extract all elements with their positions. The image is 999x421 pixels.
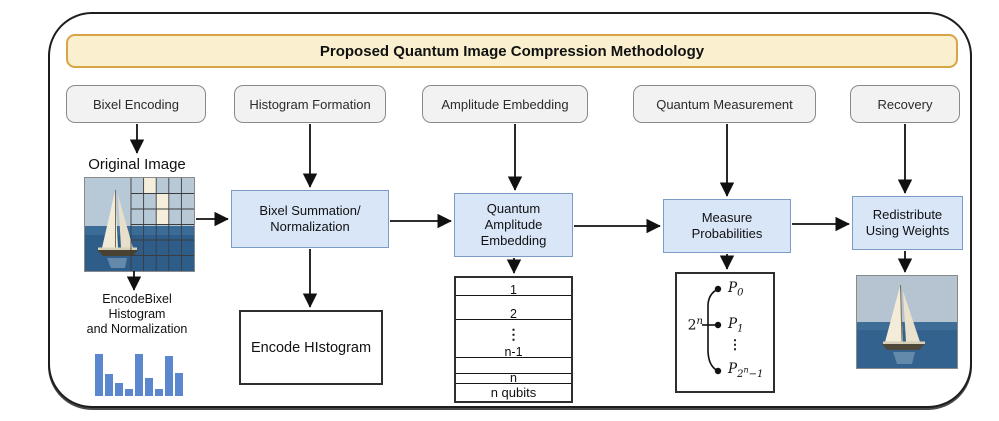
stage-label: Quantum Measurement	[656, 96, 793, 112]
process-label: Quantum Amplitude Embedding	[480, 201, 547, 248]
encode-histogram-label: Encode HIstogram	[250, 339, 372, 356]
encode-bixel-caption: EncodeBixel Histogram and Normalization	[86, 292, 188, 336]
process-redistribute-weights: Redistribute Using Weights	[852, 196, 963, 250]
p-subscript: 2n−1	[737, 365, 764, 380]
stage-label: Bixel Encoding	[93, 96, 179, 112]
process-measure-probabilities: Measure Probabilities	[663, 199, 791, 253]
p-last-label: P2n−1	[728, 361, 763, 380]
qubit-wire-label: n	[510, 371, 517, 385]
p-symbol: P	[728, 316, 738, 332]
qubit-wire	[456, 319, 571, 320]
histogram-bar	[135, 354, 143, 396]
qubit-wire-label: 1	[510, 283, 517, 297]
qubit-wire-label: 2	[510, 307, 517, 321]
bixel-histogram	[95, 354, 183, 396]
sailboat-recovered-illustration	[857, 276, 957, 368]
sub-base: 2	[737, 368, 744, 380]
histogram-bar	[95, 354, 103, 396]
p1-label: P1	[728, 316, 743, 335]
stage-label: Amplitude Embedding	[441, 96, 569, 112]
original-image-label: Original Image	[88, 156, 186, 173]
qubit-wire-label: n-1	[504, 345, 523, 359]
title-banner: Proposed Quantum Image Compression Metho…	[66, 34, 958, 68]
qubit-wire	[456, 373, 571, 374]
histogram-bar	[165, 356, 173, 396]
count-exponent: n	[696, 316, 703, 327]
stage-quantum-measurement: Quantum Measurement	[633, 85, 816, 123]
qubit-ellipsis: ⋮	[506, 326, 521, 342]
process-label: Bixel Summation/ Normalization	[259, 203, 361, 234]
sub-tail: −1	[748, 368, 764, 380]
process-quantum-amplitude-embedding: Quantum Amplitude Embedding	[454, 193, 573, 257]
p-symbol: P	[728, 280, 738, 296]
process-bixel-summation: Bixel Summation/ Normalization	[231, 190, 389, 248]
process-label: Measure Probabilities	[691, 210, 763, 241]
stage-label: Histogram Formation	[249, 96, 371, 112]
qubit-wire	[456, 295, 571, 296]
qubit-wire	[456, 383, 571, 384]
stage-recovery: Recovery	[850, 85, 960, 123]
encode-histogram-box: Encode HIstogram	[239, 310, 383, 385]
histogram-bar	[105, 374, 113, 396]
stage-label: Recovery	[877, 96, 933, 112]
histogram-bar	[125, 389, 133, 396]
process-label: Redistribute Using Weights	[865, 207, 950, 238]
histogram-bar	[175, 373, 183, 396]
p-subscript: 0	[737, 287, 744, 299]
stage-bixel-encoding: Bixel Encoding	[66, 85, 206, 123]
original-image	[84, 177, 195, 272]
count-base: 2	[687, 317, 697, 334]
stage-histogram-formation: Histogram Formation	[234, 85, 386, 123]
histogram-bar	[115, 383, 123, 396]
sailboat-original-illustration	[85, 178, 194, 271]
two-power-n-label: 2n	[677, 316, 703, 334]
stage-amplitude-embedding: Amplitude Embedding	[422, 85, 588, 123]
bixel-grid	[130, 178, 194, 271]
recovered-image	[856, 275, 958, 369]
p0-label: P0	[728, 280, 743, 299]
p-symbol: P	[728, 361, 738, 377]
n-qubits-caption: n qubits	[490, 385, 537, 400]
diagram-title: Proposed Quantum Image Compression Metho…	[319, 42, 705, 60]
histogram-bar	[155, 389, 163, 396]
sub-exponent: n	[743, 365, 749, 375]
qubit-register-box: 1 2 ⋮ n-1 n n qubits	[454, 276, 573, 403]
qubit-wire	[456, 357, 571, 358]
outcomes-ellipsis: ⋮	[728, 337, 742, 352]
histogram-bar	[145, 378, 153, 396]
p-subscript: 1	[737, 323, 744, 335]
measurement-outcomes-box	[675, 272, 775, 393]
